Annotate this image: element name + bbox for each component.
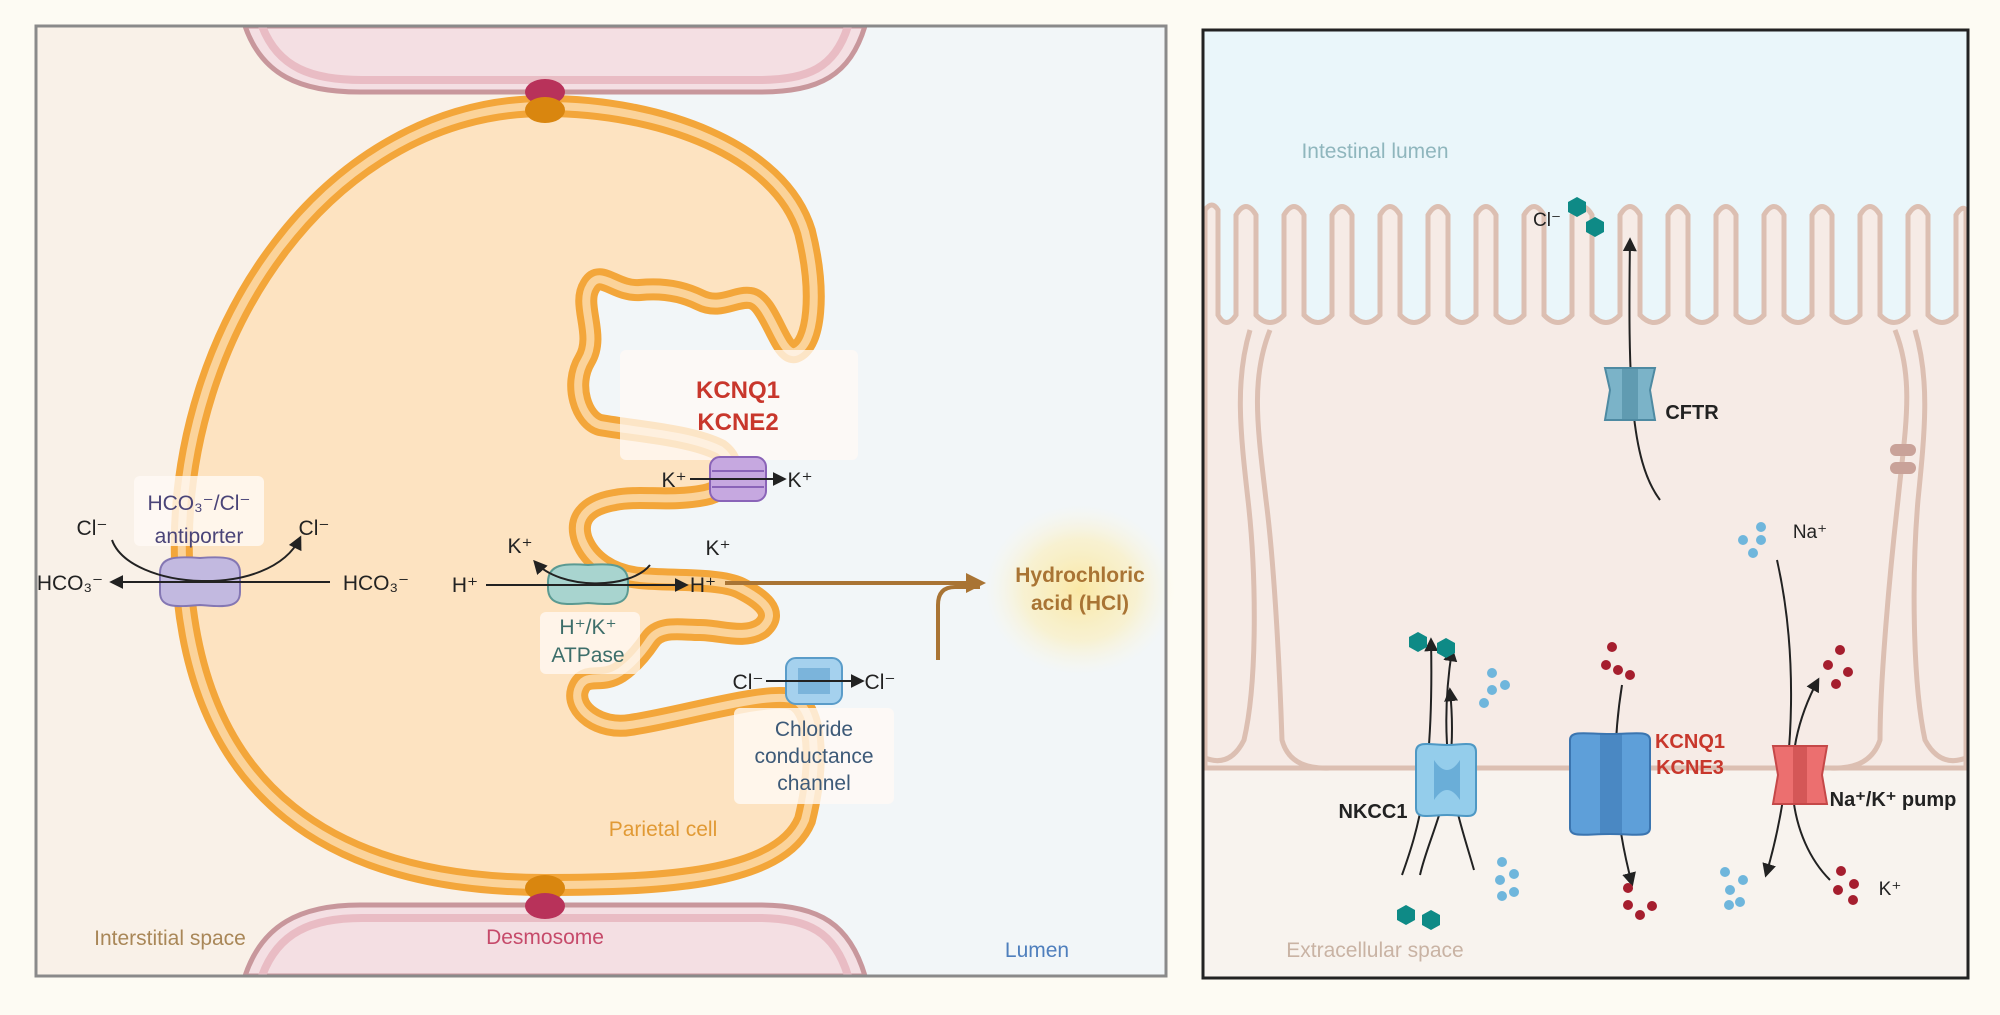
lateral-membrane-left	[1255, 329, 1331, 771]
hcl-label-1: Hydrochloric	[1015, 564, 1145, 587]
right-panel: Intestinal lumen Extracellular space Cl⁻…	[1201, 28, 1970, 980]
desmosome-top	[525, 79, 565, 123]
desmosome-bottom	[525, 875, 565, 919]
na-ion-3	[1756, 535, 1766, 545]
na-ion-1	[1756, 522, 1766, 532]
cl-channel-left-label: Cl⁻	[733, 671, 764, 694]
k-atpase-left-label: K⁺	[507, 535, 532, 558]
right-panel-border	[1201, 28, 1970, 980]
cl-ion-nkcc-bottom-1	[1397, 905, 1415, 925]
tight-junction-bottom	[1890, 462, 1916, 474]
h-right-label: H⁺	[690, 574, 716, 597]
parietal-cell-label: Parietal cell	[609, 818, 718, 841]
cl-ion-nkcc-bottom-2	[1422, 910, 1440, 930]
kcne2-label: KCNE2	[697, 409, 778, 436]
h-left-label: H⁺	[452, 574, 478, 597]
k-channel-right-label: K⁺	[787, 469, 812, 492]
cl-lumen-label: Cl⁻	[1533, 210, 1561, 231]
kcnq-kcne3-channel	[1569, 732, 1651, 836]
pump-na-arrow	[1762, 559, 1793, 878]
cl-ion-nkcc-top-2	[1437, 638, 1455, 658]
kcnq1-label: KCNQ1	[696, 377, 780, 404]
k-atpase-arrow	[533, 559, 651, 585]
top-neighbor-cell	[242, 26, 868, 95]
cl-ion-lumen-1	[1568, 197, 1586, 217]
nkcc1-transporter	[1415, 743, 1477, 817]
chloride-label-3: channel	[777, 772, 851, 795]
cl-ion-nkcc-top-1	[1409, 632, 1427, 652]
intestinal-lumen-label: Intestinal lumen	[1301, 140, 1448, 163]
cl-left-label: Cl⁻	[77, 517, 108, 540]
cl-channel-right-label: Cl⁻	[865, 671, 896, 694]
hcl-label-2: acid (HCl)	[1031, 592, 1129, 615]
cl-ion-lumen-2	[1586, 217, 1604, 237]
na-ion-2	[1738, 535, 1748, 545]
hco3-right-label: HCO₃⁻	[343, 572, 409, 595]
atpase-label-2: ATPase	[551, 644, 624, 667]
chloride-label-2: conductance	[754, 745, 873, 768]
hcl-arrow-bottom	[936, 585, 980, 660]
left-panel: HCO₃⁻/Cl⁻ antiporter Cl⁻ Cl⁻ HCO₃⁻ HCO₃⁻…	[34, 24, 1175, 978]
tight-junction-top	[1890, 444, 1916, 456]
chloride-label-1: Chloride	[775, 718, 853, 741]
extracellular-space-label: Extracellular space	[1286, 939, 1463, 962]
atpase-label-1: H⁺/K⁺	[559, 616, 616, 639]
bottom-neighbor-cell	[242, 902, 868, 976]
kcnq1-right-label: KCNQ1	[1655, 731, 1725, 753]
kcnq-kcne2-label-box	[620, 350, 858, 460]
desmosome-label: Desmosome	[486, 926, 604, 949]
lateral-membrane-right	[1829, 329, 1910, 771]
cftr-label: CFTR	[1665, 402, 1719, 424]
k-atpase-right-label: K⁺	[705, 537, 730, 560]
pump-label: Na⁺/K⁺ pump	[1830, 789, 1957, 811]
cl-right-label: Cl⁻	[299, 517, 330, 540]
left-panel-border	[34, 24, 1168, 978]
hcl-glow	[985, 505, 1175, 675]
lumen-label: Lumen	[1005, 939, 1069, 962]
interstitial-space-label: Interstitial space	[94, 927, 246, 950]
antiporter-label-1: HCO₃⁻/Cl⁻	[147, 492, 250, 515]
cl-antiporter-arrow	[111, 535, 302, 583]
neighbor-cells	[242, 26, 868, 976]
k-extracellular-label: K⁺	[1879, 879, 1902, 900]
cftr-channel	[1603, 367, 1657, 421]
k-channel-left-label: K⁺	[661, 469, 686, 492]
na-label: Na⁺	[1793, 522, 1827, 543]
na-ion-4	[1748, 548, 1758, 558]
na-k-pump	[1771, 745, 1829, 805]
nkcc1-label: NKCC1	[1339, 801, 1408, 823]
kcne3-label: KCNE3	[1656, 757, 1724, 779]
hco3-left-label: HCO₃⁻	[37, 572, 103, 595]
antiporter-label-2: antiporter	[155, 525, 244, 548]
